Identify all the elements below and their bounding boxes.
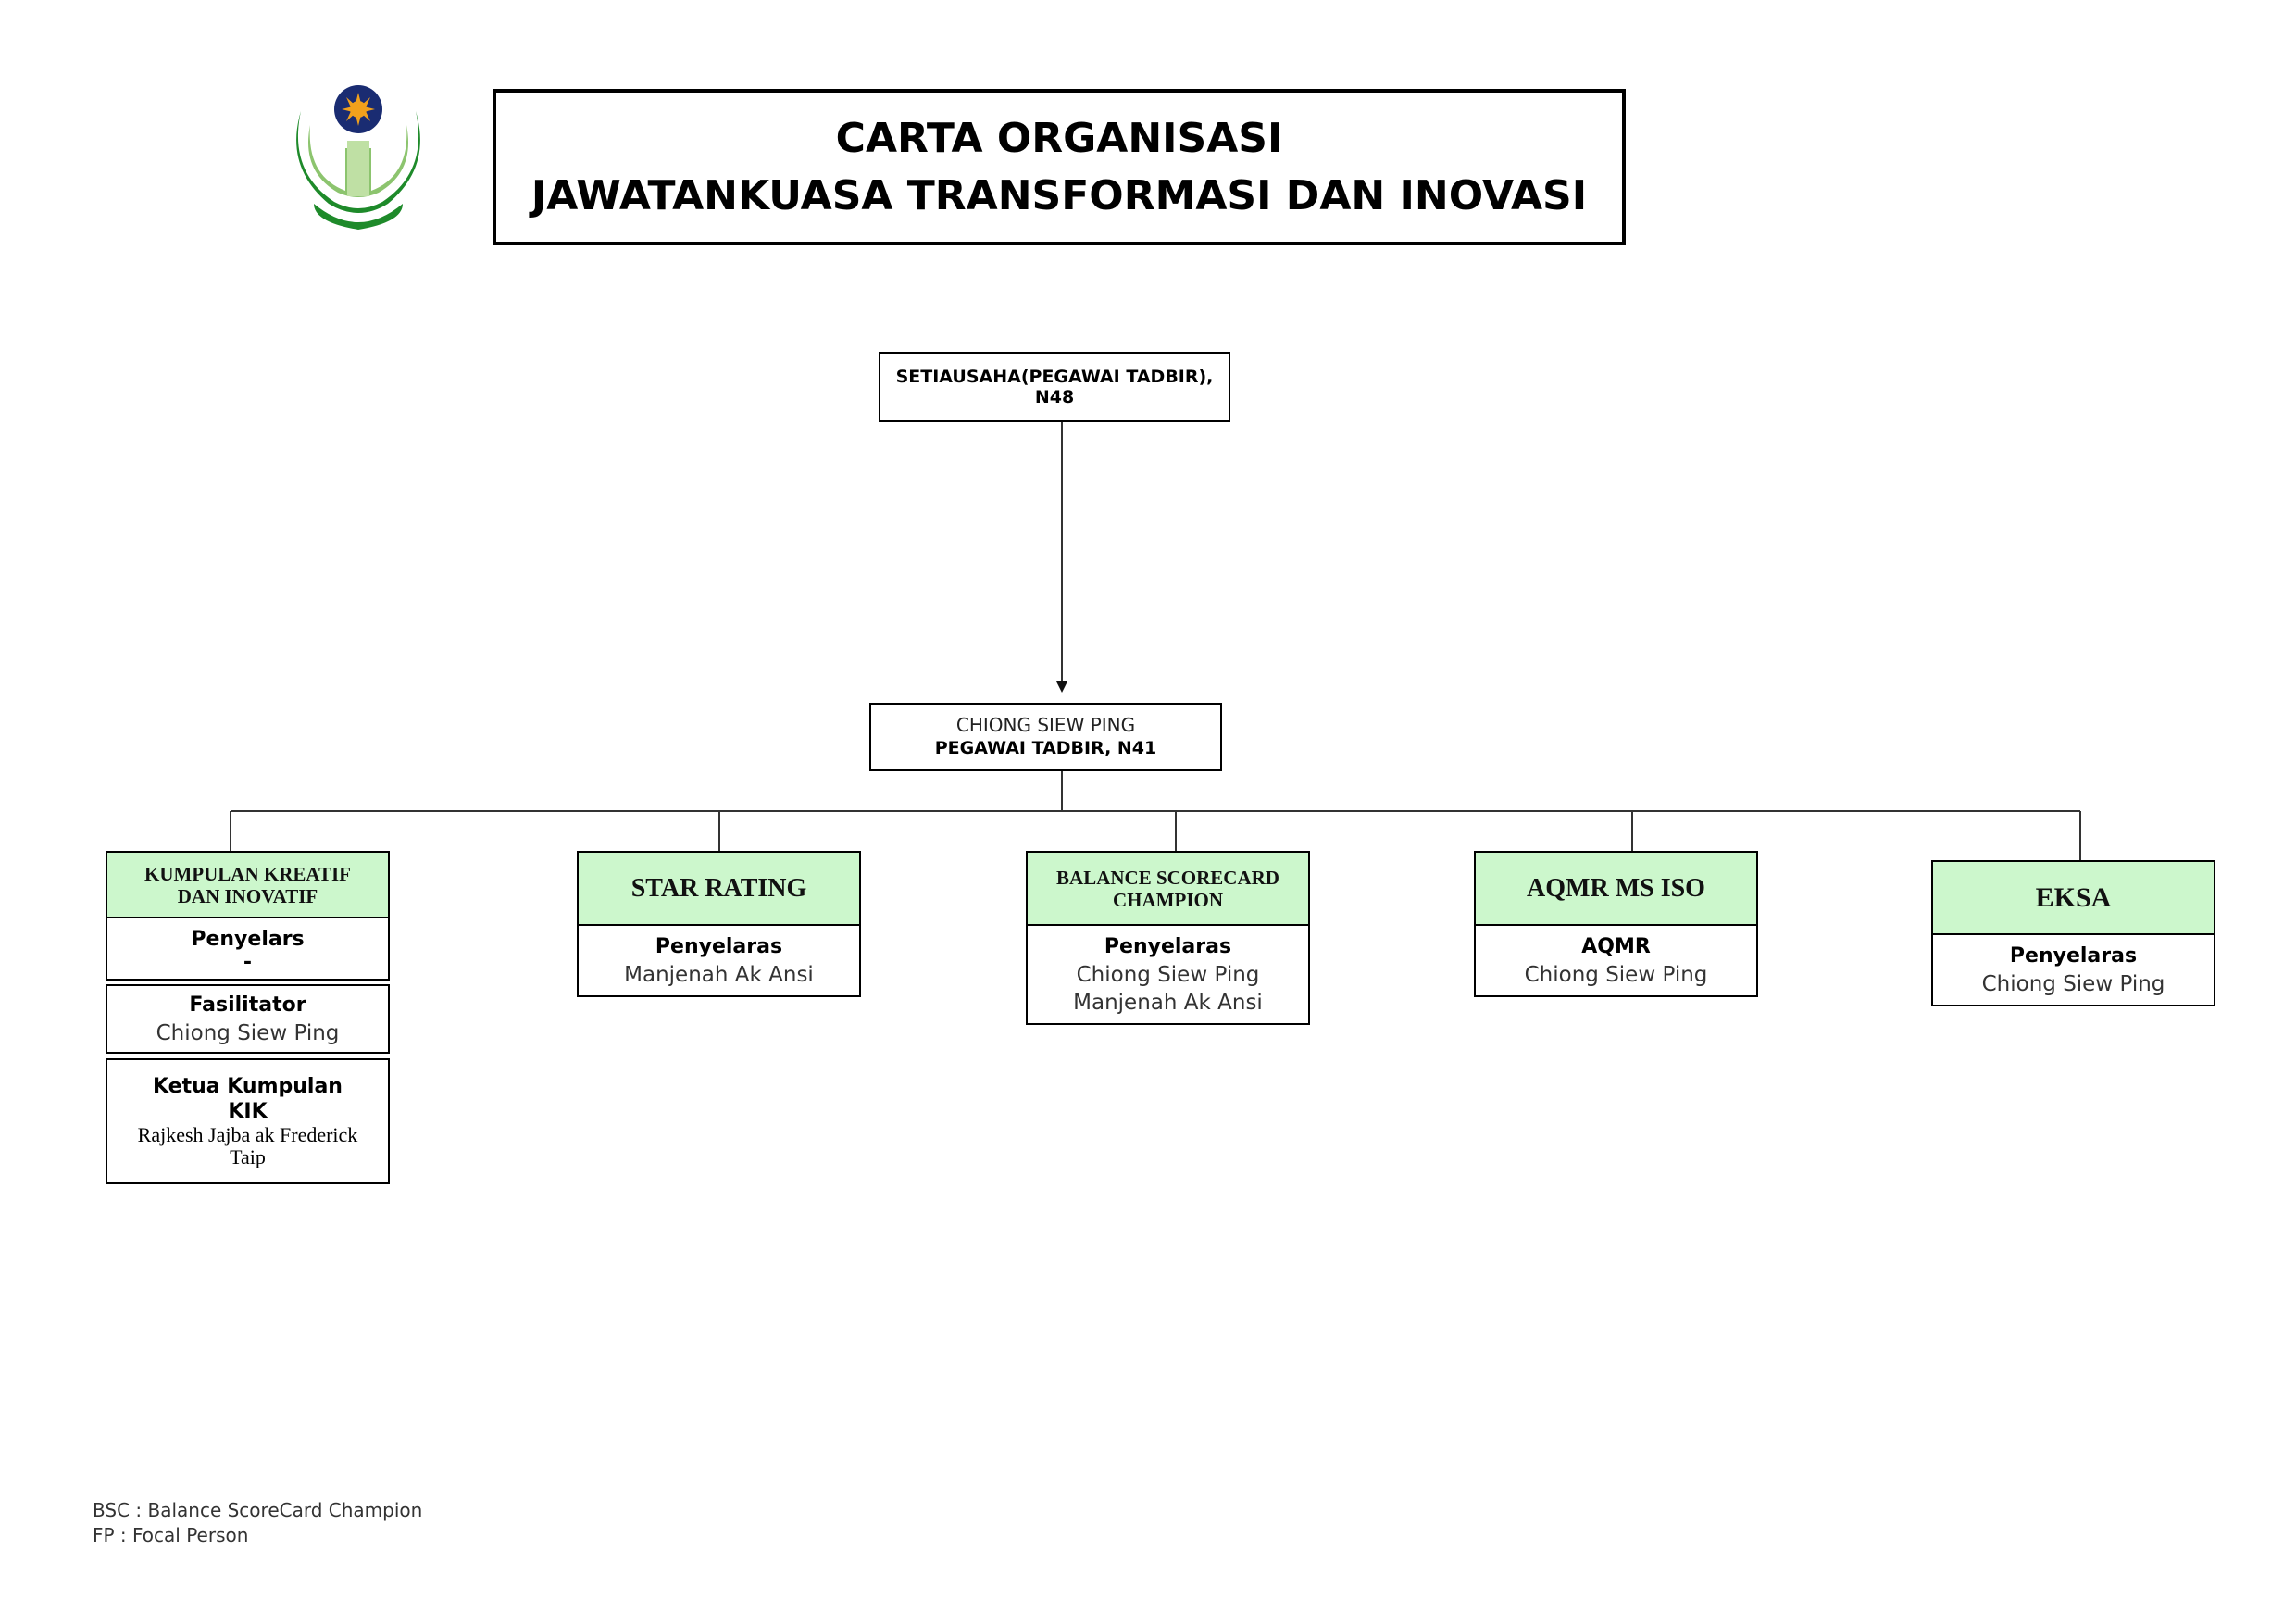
unit-kik-penyelaras: Penyelars -: [106, 918, 390, 981]
kik-fasilitator-value: Chiong Siew Ping: [156, 1020, 340, 1045]
secretary-box: SETIAUSAHA(PEGAWAI TADBIR), N48: [879, 352, 1230, 422]
unit-aqmr-body: AQMR Chiong Siew Ping: [1474, 926, 1758, 997]
unit-aqmr-card: AQMR MS ISO AQMR Chiong Siew Ping: [1474, 851, 1758, 997]
sun-icon: [342, 93, 375, 126]
unit-kik-card: KUMPULAN KREATIF DAN INOVATIF Penyelars …: [106, 851, 390, 1184]
organisation-logo: [296, 85, 420, 230]
kik-ketua-value-line1: Rajkesh Jajba ak Frederick: [137, 1123, 358, 1146]
unit-bsc-title-line2: CHAMPION: [1113, 888, 1223, 911]
unit-kik-ketua: Ketua Kumpulan KIK Rajkesh Jajba ak Fred…: [106, 1058, 390, 1184]
unit-kik-title: KUMPULAN KREATIF DAN INOVATIF: [106, 851, 390, 918]
kik-ketua-label-line1: Ketua Kumpulan: [153, 1075, 343, 1098]
unit-eksa-card: EKSA Penyelaras Chiong Siew Ping: [1931, 860, 2215, 1006]
chart-subtitle: JAWATANKUASA TRANSFORMASI DAN INOVASI: [530, 171, 1588, 219]
bsc-role: Penyelaras: [1104, 934, 1232, 958]
footnote-bsc: BSC : Balance ScoreCard Champion: [93, 1499, 423, 1521]
kik-fasilitator-label: Fasilitator: [189, 993, 306, 1017]
star-person: Manjenah Ak Ansi: [624, 962, 814, 987]
unit-star-body: Penyelaras Manjenah Ak Ansi: [577, 926, 861, 997]
chart-title-box: CARTA ORGANISASI JAWATANKUASA TRANSFORMA…: [493, 89, 1626, 245]
head-position: PEGAWAI TADBIR, N41: [934, 738, 1157, 758]
kik-penyelaras-value: -: [243, 950, 253, 974]
unit-aqmr-title: AQMR MS ISO: [1474, 851, 1758, 926]
bsc-person-1: Chiong Siew Ping: [1076, 962, 1260, 987]
unit-kik-title-line2: DAN INOVATIF: [177, 884, 318, 907]
eksa-person: Chiong Siew Ping: [1981, 971, 2165, 996]
head-name: CHIONG SIEW PING: [955, 714, 1136, 736]
unit-eksa-title: EKSA: [1931, 860, 2215, 935]
unit-kik-fasilitator: Fasilitator Chiong Siew Ping: [106, 984, 390, 1054]
unit-bsc-body: Penyelaras Chiong Siew Ping Manjenah Ak …: [1026, 926, 1310, 1025]
head-box: CHIONG SIEW PING PEGAWAI TADBIR, N41: [869, 703, 1222, 771]
aqmr-person: Chiong Siew Ping: [1524, 962, 1708, 987]
unit-kik-title-line1: KUMPULAN KREATIF: [144, 862, 352, 885]
arrow-down-icon: [1056, 681, 1067, 693]
aqmr-role: AQMR: [1581, 934, 1651, 958]
kik-ketua-value-line2: Taip: [230, 1145, 266, 1168]
unit-eksa-body: Penyelaras Chiong Siew Ping: [1931, 935, 2215, 1006]
star-role: Penyelaras: [655, 934, 783, 958]
unit-bsc-title-line1: BALANCE SCORECARD: [1056, 866, 1279, 889]
unit-star-title: STAR RATING: [577, 851, 861, 926]
footnote-fp: FP : Focal Person: [93, 1524, 249, 1546]
unit-bsc-title: BALANCE SCORECARD CHAMPION: [1026, 851, 1310, 926]
footnotes: BSC : Balance ScoreCard Champion FP : Fo…: [93, 1498, 422, 1548]
kik-ketua-label-line2: KIK: [228, 1100, 268, 1123]
secretary-label: SETIAUSAHA(PEGAWAI TADBIR), N48: [895, 367, 1214, 407]
unit-bsc-card: BALANCE SCORECARD CHAMPION Penyelaras Ch…: [1026, 851, 1310, 1025]
bsc-person-2: Manjenah Ak Ansi: [1073, 990, 1263, 1015]
eksa-role: Penyelaras: [2009, 943, 2138, 968]
kik-penyelaras-label: Penyelars: [191, 927, 305, 951]
unit-star-card: STAR RATING Penyelaras Manjenah Ak Ansi: [577, 851, 861, 997]
chart-title: CARTA ORGANISASI: [835, 114, 1283, 162]
